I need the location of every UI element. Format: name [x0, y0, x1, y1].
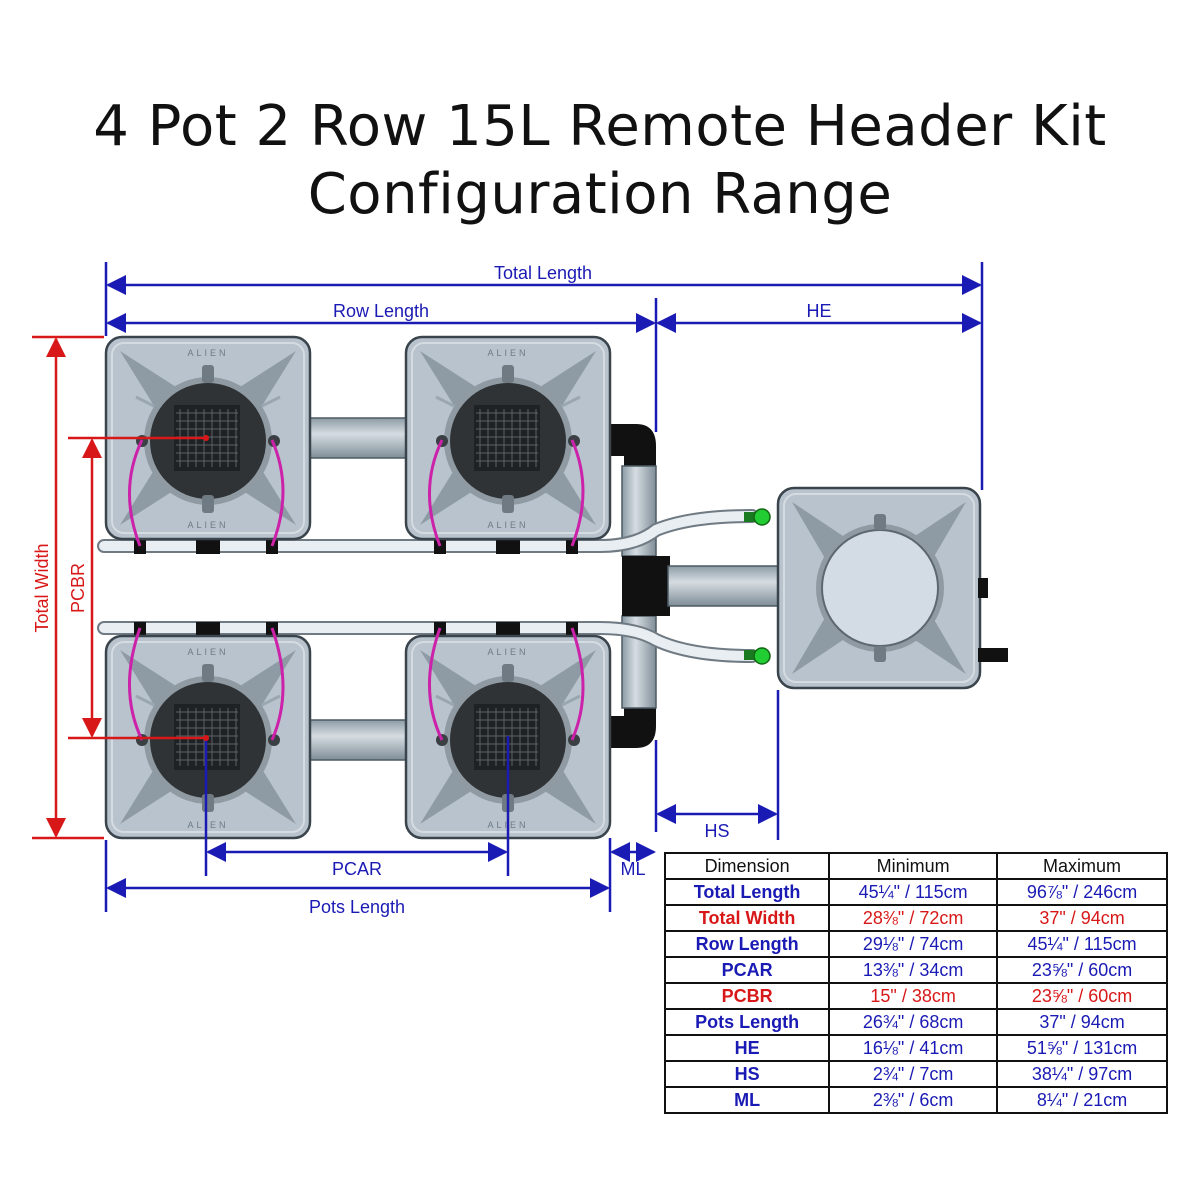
header-minimum: Minimum: [828, 852, 999, 880]
row-dimension-cell: Total Length: [663, 878, 831, 906]
ml-label: ML: [620, 859, 645, 879]
page-title-line2: Configuration Range: [307, 162, 893, 227]
row-minimum-cell: 15" / 38cm: [828, 982, 999, 1010]
row-dimension-cell: PCBR: [663, 982, 831, 1010]
hs-label: HS: [704, 821, 729, 841]
row-length-label: Row Length: [333, 301, 429, 321]
pot-top-right: [404, 335, 612, 541]
connector-top: [744, 508, 771, 526]
row-dimension-cell: PCAR: [663, 956, 831, 984]
row-maximum-cell: 45¼" / 115cm: [996, 930, 1168, 958]
pot-brand-text: ALIEN: [487, 647, 528, 657]
row-minimum-cell: 13⅜" / 34cm: [828, 956, 999, 984]
connector-bottom: [744, 647, 771, 665]
pcbr-label: PCBR: [68, 563, 88, 613]
row-minimum-cell: 45¼" / 115cm: [828, 878, 999, 906]
header-tank: [776, 486, 1008, 690]
pot-brand-text: ALIEN: [487, 520, 528, 530]
row-dimension-cell: Pots Length: [663, 1008, 831, 1036]
pot-brand-text: ALIEN: [187, 520, 228, 530]
pcar-label: PCAR: [332, 859, 382, 879]
row-minimum-cell: 16⅛" / 41cm: [828, 1034, 999, 1062]
he-label: HE: [806, 301, 831, 321]
row-maximum-cell: 96⅞" / 246cm: [996, 878, 1168, 906]
row-dimension-cell: Row Length: [663, 930, 831, 958]
pot-brand-text: ALIEN: [187, 647, 228, 657]
header-maximum: Maximum: [996, 852, 1168, 880]
row-minimum-cell: 26¾" / 68cm: [828, 1008, 999, 1036]
page-title-line1: 4 Pot 2 Row 15L Remote Header Kit: [93, 94, 1107, 159]
row-dimension-cell: ML: [663, 1086, 831, 1114]
row-dimension-cell: Total Width: [663, 904, 831, 932]
pots-length-label: Pots Length: [309, 897, 405, 917]
row-maximum-cell: 37" / 94cm: [996, 904, 1168, 932]
row-minimum-cell: 2⅜" / 6cm: [828, 1086, 999, 1114]
total-length-label: Total Length: [494, 263, 592, 283]
row-dimension-cell: HE: [663, 1034, 831, 1062]
row-minimum-cell: 29⅛" / 74cm: [828, 930, 999, 958]
pot-brand-text: ALIEN: [187, 820, 228, 830]
row-maximum-cell: 38¼" / 97cm: [996, 1060, 1168, 1088]
row-dimension-cell: HS: [663, 1060, 831, 1088]
row-maximum-cell: 8¼" / 21cm: [996, 1086, 1168, 1114]
pot-brand-text: ALIEN: [187, 348, 228, 358]
row-maximum-cell: 37" / 94cm: [996, 1008, 1168, 1036]
row-minimum-cell: 28⅜" / 72cm: [828, 904, 999, 932]
pot-brand-text: ALIEN: [487, 820, 528, 830]
table-header-row: Dimension Minimum Maximum: [663, 852, 1168, 880]
pot-brand-text: ALIEN: [487, 348, 528, 358]
row-maximum-cell: 23⅝" / 60cm: [996, 982, 1168, 1010]
header-dimension: Dimension: [663, 852, 831, 880]
row-minimum-cell: 2¾" / 7cm: [828, 1060, 999, 1088]
total-width-label: Total Width: [32, 543, 52, 632]
row-maximum-cell: 51⅝" / 131cm: [996, 1034, 1168, 1062]
row-maximum-cell: 23⅝" / 60cm: [996, 956, 1168, 984]
